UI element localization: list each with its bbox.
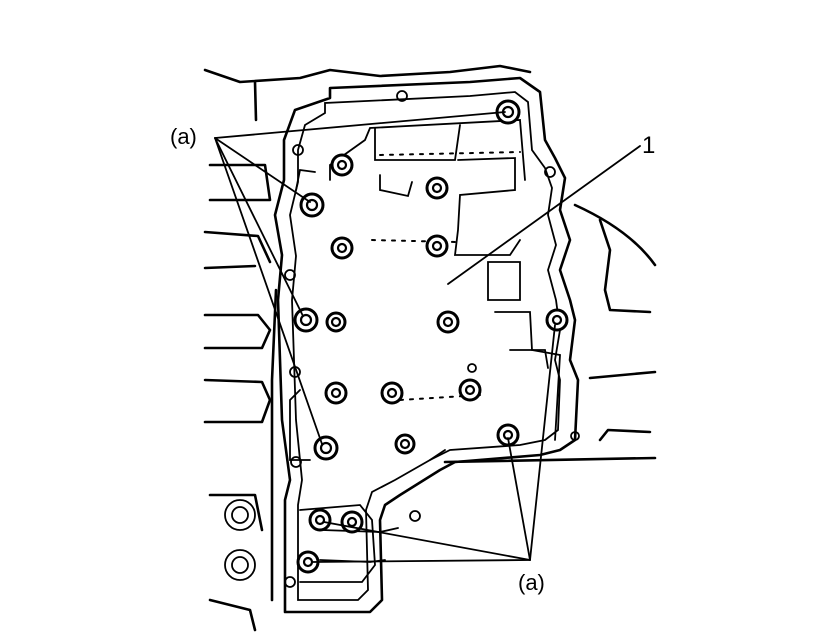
callout-label-part-1: 1 bbox=[642, 132, 656, 159]
leader-lines-top-a bbox=[214, 111, 506, 445]
bolts-a bbox=[293, 99, 569, 574]
other-bolts bbox=[324, 153, 482, 534]
perimeter-holes bbox=[284, 90, 580, 588]
leader-lines-bottom-a bbox=[311, 324, 556, 563]
leader-line-part-1 bbox=[447, 145, 641, 285]
case-mounting-rings bbox=[224, 499, 256, 581]
callout-label-a-top: (a) bbox=[170, 124, 197, 149]
transmission-case-outline bbox=[203, 64, 657, 632]
callout-label-a-bottom: (a) bbox=[518, 570, 545, 595]
